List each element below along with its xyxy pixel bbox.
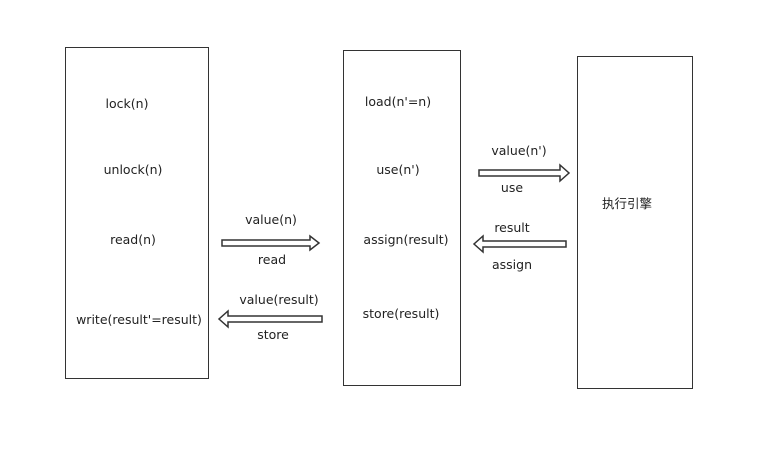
use-arrow-icon: [478, 163, 571, 183]
store-arrow-icon: [217, 309, 323, 329]
assign-arrow-icon: [472, 234, 567, 254]
working-memory-op-use: use(n'): [376, 162, 420, 177]
assign-arrow-bottom-label: assign: [491, 257, 533, 272]
use-arrow-top-label: value(n'): [491, 143, 547, 158]
main-memory-op-read: read(n): [110, 232, 156, 247]
read-arrow-bottom-label: read: [257, 252, 287, 267]
store-arrow-bottom-label: store: [257, 327, 289, 342]
execution-engine-label: 执行引擎: [601, 196, 653, 211]
assign-arrow-top-label: result: [494, 220, 530, 235]
main-memory-op-write: write(result'=result): [76, 312, 202, 327]
read-arrow-top-label: value(n): [245, 212, 297, 227]
working-memory-op-assign: assign(result): [363, 232, 449, 247]
execution-engine-box: [577, 56, 693, 389]
main-memory-op-unlock: unlock(n): [103, 162, 163, 177]
store-arrow-top-label: value(result): [239, 292, 319, 307]
main-memory-box: [65, 47, 209, 379]
working-memory-op-load: load(n'=n): [364, 94, 432, 109]
working-memory-op-store: store(result): [362, 306, 440, 321]
main-memory-op-lock: lock(n): [105, 96, 149, 111]
working-memory-box: [343, 50, 461, 386]
use-arrow-bottom-label: use: [500, 180, 524, 195]
read-arrow-icon: [221, 234, 321, 252]
